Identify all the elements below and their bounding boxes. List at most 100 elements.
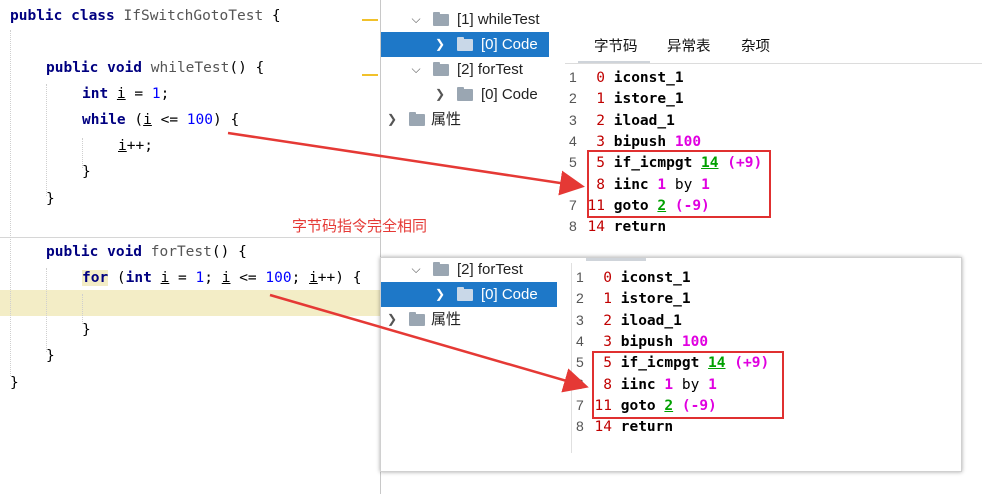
bytecode-offset: 8 bbox=[596, 176, 605, 193]
panel-divider bbox=[571, 263, 572, 453]
jump-target-link: 2 bbox=[664, 397, 674, 414]
bytecode-offset: 1 bbox=[596, 91, 605, 108]
tree-item-forTest[interactable]: ⌵ [2] forTest bbox=[381, 57, 549, 82]
tree-item-label: [2] forTest bbox=[457, 61, 523, 78]
tree-item-label: [0] Code bbox=[481, 86, 538, 103]
tree-item-attributes[interactable]: ❯ 属性 bbox=[381, 107, 549, 132]
opcode: bipush bbox=[613, 133, 667, 150]
opcode: iload_1 bbox=[620, 312, 682, 329]
chevron-right-icon[interactable]: ❯ bbox=[434, 87, 446, 101]
bytecode-line: 4 3 bipush 100 bbox=[569, 131, 701, 152]
line-number: 2 bbox=[569, 90, 577, 107]
folder-icon bbox=[433, 262, 449, 276]
closing-brace: } bbox=[46, 348, 55, 364]
line-number: 8 bbox=[569, 218, 577, 235]
chevron-right-icon[interactable]: ❯ bbox=[386, 112, 398, 126]
opcode: iinc bbox=[613, 176, 649, 193]
bytecode-offset: 11 bbox=[587, 197, 605, 214]
tab-misc[interactable]: 杂项 bbox=[741, 39, 770, 55]
opcode: goto bbox=[613, 197, 649, 214]
chevron-right-icon[interactable]: ❯ bbox=[434, 37, 446, 51]
line-number: 7 bbox=[576, 396, 584, 413]
class-name: IfSwitchGotoTest bbox=[123, 8, 264, 24]
relative-offset: (+9) bbox=[734, 355, 770, 372]
bytecode-offset: 5 bbox=[603, 355, 612, 372]
highlight-box bbox=[592, 351, 784, 419]
closing-brace: } bbox=[82, 164, 91, 180]
opcode: if_icmpgt bbox=[613, 155, 693, 172]
annotation-text: 字节码指令完全相同 bbox=[292, 218, 428, 235]
class-declaration: public class IfSwitchGotoTest { bbox=[10, 8, 281, 24]
chevron-right-icon[interactable]: ❯ bbox=[386, 312, 398, 326]
operand-keyword: by bbox=[681, 376, 700, 393]
chevron-down-icon[interactable]: ⌵ bbox=[411, 12, 421, 26]
bytecode-offset: 3 bbox=[596, 133, 605, 150]
gutter-marker bbox=[362, 19, 378, 21]
jump-target-link: 14 bbox=[708, 355, 726, 372]
tree-item-label: [2] forTest bbox=[457, 261, 523, 278]
indent-guide bbox=[10, 30, 11, 376]
highlight-box bbox=[587, 150, 771, 218]
tree-item-label: 属性 bbox=[431, 111, 462, 128]
bytecode-line: 1 0 iconst_1 bbox=[569, 67, 684, 88]
bytecode-offset: 2 bbox=[596, 112, 605, 129]
folder-icon bbox=[409, 112, 425, 126]
opcode: return bbox=[620, 419, 674, 436]
caret-row-highlight bbox=[0, 290, 380, 316]
bytecode-offset: 14 bbox=[594, 419, 612, 436]
opcode: istore_1 bbox=[620, 291, 691, 308]
chevron-down-icon[interactable]: ⌵ bbox=[411, 62, 421, 76]
panel-divider[interactable] bbox=[380, 0, 381, 494]
opcode: iconst_1 bbox=[620, 270, 691, 286]
bytecode-offset: 1 bbox=[603, 291, 612, 308]
code-editor[interactable]: public class IfSwitchGotoTest { public v… bbox=[0, 0, 380, 494]
tree-item-code[interactable]: ❯ [0] Code bbox=[381, 82, 549, 107]
opcode: iinc bbox=[620, 376, 656, 393]
tree-item-code-selected[interactable]: ❯ [0] Code bbox=[381, 32, 549, 57]
closing-brace: } bbox=[10, 375, 19, 391]
folder-icon bbox=[433, 12, 449, 26]
operand-keyword: by bbox=[674, 176, 693, 193]
operand: 1 bbox=[664, 376, 674, 393]
chevron-right-icon[interactable]: ❯ bbox=[434, 287, 446, 301]
indent-guide bbox=[46, 268, 47, 352]
tree-item-forTest[interactable]: ⌵ [2] forTest bbox=[381, 257, 557, 282]
tree-item-label: [0] Code bbox=[481, 36, 538, 53]
line-number: 1 bbox=[569, 69, 577, 85]
closing-brace: } bbox=[46, 191, 55, 207]
tree-item-attributes[interactable]: ❯ 属性 bbox=[381, 307, 557, 332]
line-number: 4 bbox=[569, 132, 577, 149]
active-tab-indicator bbox=[578, 61, 650, 64]
while-body-line: i++; bbox=[118, 138, 153, 154]
opcode: iconst_1 bbox=[613, 70, 684, 86]
bytecode-offset: 0 bbox=[596, 70, 605, 86]
opcode: return bbox=[613, 219, 667, 236]
tree-item-whileTest[interactable]: ⌵ [1] whileTest bbox=[381, 7, 549, 32]
operand: 100 bbox=[674, 133, 702, 150]
relative-offset: (-9) bbox=[674, 197, 710, 214]
tree-item-code-selected[interactable]: ❯ [0] Code bbox=[381, 282, 557, 307]
tab-exception-table[interactable]: 异常表 bbox=[667, 39, 711, 55]
bytecode-offset: 3 bbox=[603, 333, 612, 350]
relative-offset: (-9) bbox=[681, 397, 717, 414]
opcode: iload_1 bbox=[613, 112, 675, 129]
method-separator bbox=[0, 237, 380, 238]
indent-guide bbox=[82, 294, 83, 324]
folder-icon bbox=[457, 37, 473, 51]
chevron-down-icon[interactable]: ⌵ bbox=[411, 262, 421, 276]
active-tab-indicator bbox=[586, 258, 646, 261]
line-number: 7 bbox=[569, 196, 577, 213]
tab-bar-border bbox=[565, 63, 982, 64]
folder-icon bbox=[433, 62, 449, 76]
tab-bytecode[interactable]: 字节码 bbox=[594, 39, 638, 55]
bytecode-offset: 8 bbox=[603, 376, 612, 393]
line-number: 3 bbox=[576, 311, 584, 328]
